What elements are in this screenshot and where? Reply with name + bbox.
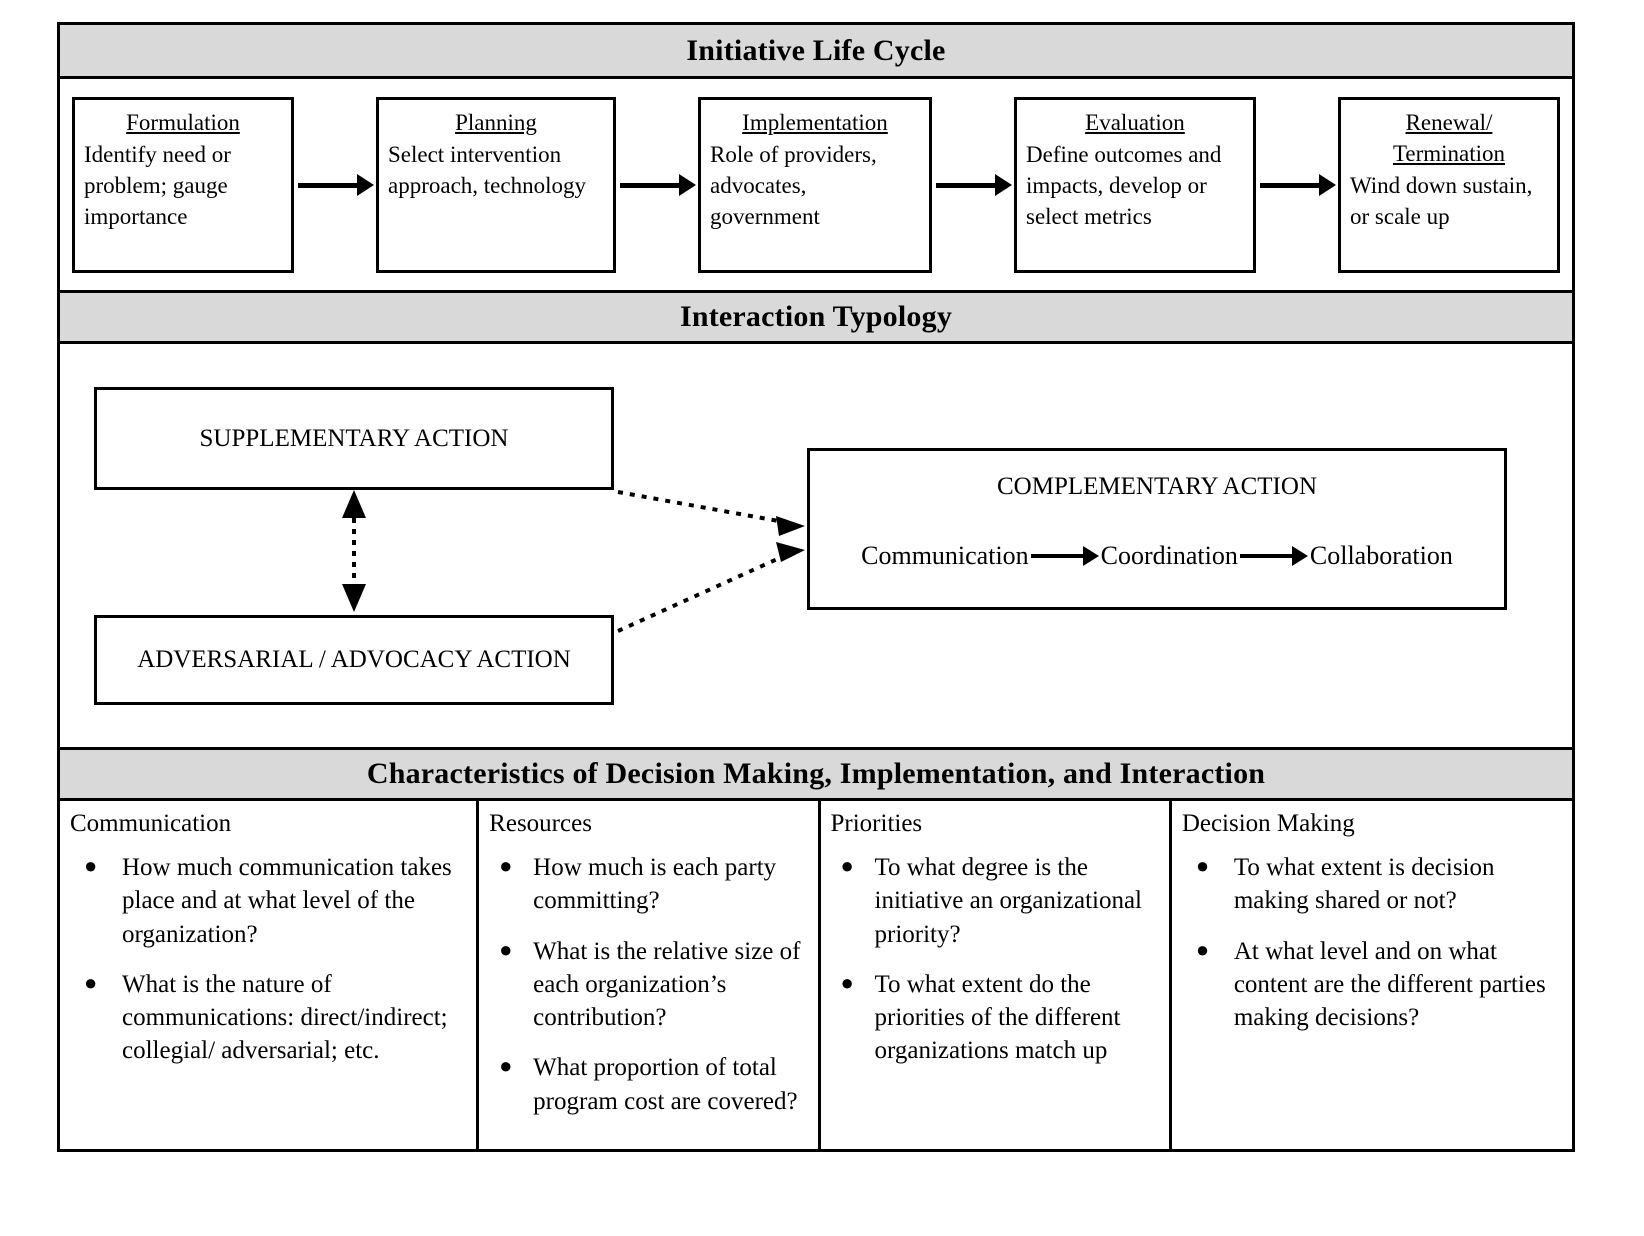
list-item-text: What is the nature of communications: di… (122, 970, 448, 1065)
list-item-text: What is the relative size of each organi… (533, 937, 801, 1032)
section-header-initiative-life-cycle: Initiative Life Cycle (60, 25, 1572, 79)
dotted-line-adversarial-to-complementary (617, 554, 785, 633)
arrow-formulation-to-planning (294, 173, 376, 197)
complementary-action-label: COMPLEMENTARY ACTION (996, 473, 1317, 500)
adversarial-action-label: ADVERSARIAL / ADVOCACY ACTION (137, 646, 571, 673)
arrow-shaft (620, 182, 683, 188)
bullet-icon: ● (499, 853, 513, 878)
arrow-evaluation-to-renewal (1256, 173, 1338, 197)
chain-step-collaboration: Collaboration (1309, 541, 1453, 570)
diagram-frame: Initiative Life Cycle Formulation Identi… (57, 22, 1575, 1152)
arrow-head-up-icon (342, 490, 366, 518)
stage-desc-implementation: Role of providers, advocates, government (710, 141, 877, 230)
chain-step-coordination: Coordination (1100, 541, 1238, 570)
arrow-shaft (1260, 182, 1323, 188)
stage-title-renewal-termination: Renewal/ Termination (1392, 109, 1506, 166)
lifecycle-stage-row: Formulation Identify need or problem; ga… (60, 79, 1572, 290)
list-item-text: To what extent do the priorities of the … (874, 970, 1121, 1065)
question-list-resources: ● How much is each party committing? ● Wha… (489, 851, 807, 1118)
characteristics-column-resources: Resources ● How much is each party commit… (479, 801, 821, 1152)
arrow-head (357, 173, 374, 196)
section-header-characteristics: Characteristics of Decision Making, Impl… (60, 747, 1572, 801)
stage-box-planning: Planning Select intervention approach, t… (376, 96, 616, 273)
arrow-shaft (1239, 553, 1294, 558)
stage-desc-evaluation: Define outcomes and impacts, develop or … (1026, 141, 1222, 230)
column-heading-priorities: Priorities (830, 810, 923, 837)
bullet-icon: ● (499, 936, 513, 962)
supplementary-action-label: SUPPLEMENTARY ACTION (199, 424, 509, 452)
typology-canvas: SUPPLEMENTARY ACTION ADVERSARIAL / ADVOC… (60, 344, 1572, 747)
section-header-interaction-typology: Interaction Typology (60, 290, 1572, 344)
bullet-icon: ● (84, 853, 98, 878)
typology-box-supplementary-action: SUPPLEMENTARY ACTION (94, 387, 614, 490)
stage-desc-renewal-termination: Wind down sustain, or scale up (1350, 173, 1533, 230)
stage-title-implementation: Implementation (742, 109, 888, 135)
list-item-text: To what extent is decision making shared… (1233, 854, 1495, 915)
list-item-text: How much communication takes place and a… (122, 854, 452, 948)
stage-box-renewal-termination: Renewal/ Termination Wind down sustain, … (1338, 96, 1560, 273)
bullet-icon: ● (840, 969, 854, 995)
stage-title-formulation: Formulation (126, 109, 240, 135)
bullet-icon: ● (499, 1053, 513, 1079)
characteristics-columns: Communication ● How much communication ta… (60, 801, 1572, 1152)
column-heading-communication: Communication (70, 810, 232, 837)
arrow-head (995, 173, 1012, 196)
stage-title-planning: Planning (455, 109, 537, 135)
characteristics-column-priorities: Priorities ● To what degree is the initia… (821, 801, 1172, 1152)
arrow-shaft (1030, 553, 1085, 558)
arrow-head (1319, 173, 1336, 196)
list-item-text: What proportion of total program cost ar… (533, 1054, 798, 1115)
section-title-typology: Interaction Typology (679, 300, 953, 333)
stage-desc-planning: Select intervention approach, technology (388, 141, 586, 199)
stage-box-implementation: Implementation Role of providers, advoca… (698, 96, 932, 273)
complementary-content: COMPLEMENTARY ACTION Communication Coord… (810, 451, 1504, 572)
arrow-head-right-upper-icon (776, 516, 805, 536)
complementary-action-chain: Communication Coordination Collaboration (810, 539, 1504, 572)
list-item: ● What is the nature of communications: d… (70, 968, 466, 1068)
list-item: ● To what extent do the priorities of the… (831, 968, 1159, 1068)
list-item: ● At what level and on what content are t… (1182, 935, 1562, 1035)
section-title-characteristics: Characteristics of Decision Making, Impl… (366, 757, 1266, 790)
characteristics-column-decision-making: Decision Making ● To what extent is decis… (1172, 801, 1572, 1152)
stage-box-evaluation: Evaluation Define outcomes and impacts, … (1014, 96, 1256, 273)
list-item-text: To what degree is the initiative an orga… (874, 854, 1143, 948)
arrow-implementation-to-evaluation (932, 173, 1014, 197)
question-list-priorities: ● To what degree is the initiative an org… (831, 851, 1159, 1068)
arrow-head-right-lower-icon (776, 542, 805, 562)
list-item-text: How much is each party committing? (533, 854, 777, 915)
dotted-line-supplementary-to-complementary (617, 490, 785, 524)
arrow-head (1082, 545, 1099, 566)
list-item: ● What proportion of total program cost a… (489, 1051, 807, 1118)
question-list-decision-making: ● To what extent is decision making share… (1182, 851, 1562, 1034)
column-heading-decision-making: Decision Making (1181, 810, 1355, 837)
arrow-shaft (298, 182, 361, 188)
list-item: ● To what extent is decision making share… (1182, 851, 1562, 918)
bullet-icon: ● (1195, 853, 1210, 878)
stage-desc-formulation: Identify need or problem; gauge importan… (84, 141, 231, 230)
chain-arrow-coordination-to-collaboration (1239, 545, 1308, 567)
arrow-planning-to-implementation (616, 173, 698, 197)
chain-step-communication: Communication (861, 541, 1029, 570)
list-item-text: At what level and on what content are th… (1233, 937, 1546, 1032)
chain-arrow-communication-to-coordination (1030, 545, 1099, 567)
list-item: ● What is the relative size of each organ… (489, 935, 807, 1035)
question-list-communication: ● How much communication takes place and … (70, 851, 466, 1068)
list-item: ● How much communication takes place and … (70, 851, 466, 951)
arrow-head (1291, 545, 1308, 566)
bullet-icon: ● (84, 969, 98, 995)
stage-title-evaluation: Evaluation (1085, 109, 1185, 135)
list-item: ● To what degree is the initiative an org… (831, 851, 1159, 951)
list-item: ● How much is each party committing? (489, 851, 807, 918)
arrow-head (679, 173, 696, 196)
bullet-icon: ● (1195, 936, 1210, 962)
stage-box-formulation: Formulation Identify need or problem; ga… (72, 96, 294, 273)
section-title-lifecycle: Initiative Life Cycle (686, 33, 946, 67)
arrow-head-down-icon (342, 584, 366, 612)
arrow-shaft (936, 182, 999, 188)
column-heading-resources: Resources (489, 810, 592, 837)
typology-box-adversarial-advocacy-action: ADVERSARIAL / ADVOCACY ACTION (94, 615, 614, 705)
typology-box-complementary-action: COMPLEMENTARY ACTION Communication Coord… (807, 448, 1507, 610)
characteristics-column-communication: Communication ● How much communication ta… (60, 801, 480, 1152)
bullet-icon: ● (840, 853, 854, 878)
